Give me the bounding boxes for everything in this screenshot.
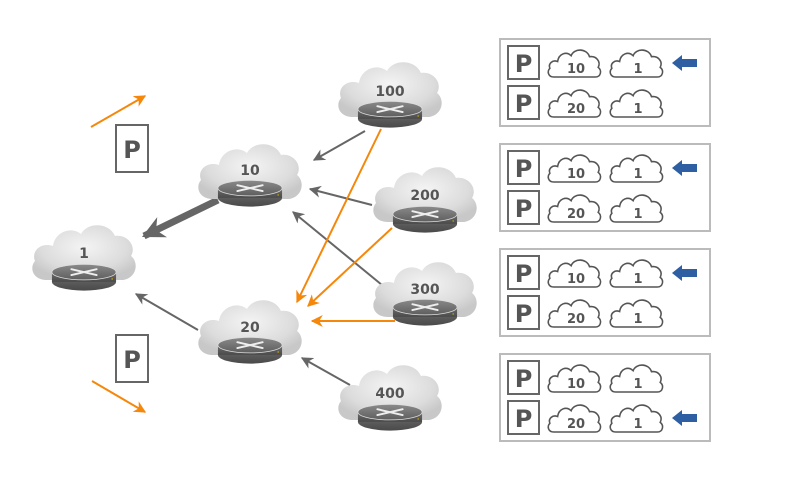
prefix-box bbox=[507, 360, 540, 395]
prefix-label: P bbox=[515, 195, 533, 223]
svg-text:100: 100 bbox=[375, 84, 404, 100]
prefix-announce-arrow-down bbox=[91, 380, 147, 413]
as-path-hop: 20 bbox=[567, 102, 585, 117]
edge-300-to-10 bbox=[292, 211, 383, 286]
as-path-hop: 10 bbox=[567, 377, 585, 392]
svg-text:20: 20 bbox=[240, 320, 260, 336]
edge-10-to-1-thick bbox=[141, 196, 220, 240]
selected-route-arrow-icon bbox=[672, 265, 697, 281]
edge-200-to-20-orange bbox=[307, 227, 393, 307]
as-path-hop: 10 bbox=[567, 272, 585, 287]
node-as100[interactable]: 100 bbox=[338, 62, 442, 129]
edge-100-to-20-orange bbox=[296, 128, 382, 304]
prefix-label: P bbox=[515, 365, 533, 393]
selected-route-arrow-icon bbox=[672, 160, 697, 176]
prefix-label: P bbox=[515, 405, 533, 433]
router-icon bbox=[356, 100, 424, 129]
route-entry: P 20 1 bbox=[507, 400, 697, 435]
router-icon bbox=[216, 336, 284, 365]
as-path-hop: 20 bbox=[567, 417, 585, 432]
node-as10[interactable]: 10 bbox=[198, 144, 302, 208]
as-path-hop: 10 bbox=[567, 167, 585, 182]
router-icon bbox=[216, 179, 284, 208]
route-entry: P 20 1 bbox=[507, 295, 664, 330]
prefix-box bbox=[507, 85, 540, 120]
route-entry: P 20 1 bbox=[507, 85, 664, 120]
as-path-hop: 20 bbox=[567, 207, 585, 222]
edge-400-to-20 bbox=[300, 357, 351, 386]
as-path-hop: 1 bbox=[633, 102, 642, 117]
node-as20[interactable]: 20 bbox=[198, 300, 302, 365]
as-path-hop: 1 bbox=[633, 62, 642, 77]
router-icon bbox=[391, 205, 459, 234]
node-as200[interactable]: 200 bbox=[373, 167, 477, 234]
svg-text:300: 300 bbox=[410, 282, 439, 298]
as-path-hop: 1 bbox=[633, 377, 642, 392]
svg-text:P: P bbox=[123, 346, 141, 374]
edge-20-to-1 bbox=[134, 293, 199, 331]
as-path-hop: 10 bbox=[567, 62, 585, 77]
prefix-label: P bbox=[515, 50, 533, 78]
as-path-hop: 1 bbox=[633, 272, 642, 287]
route-entry: P 10 1 bbox=[507, 45, 697, 80]
prefix-marker-bottom: P bbox=[115, 334, 149, 383]
prefix-marker-top: P bbox=[115, 124, 149, 173]
as-path-hop: 1 bbox=[633, 167, 642, 182]
prefix-box bbox=[507, 190, 540, 225]
selected-route-arrow-icon bbox=[672, 410, 697, 426]
svg-text:1: 1 bbox=[79, 246, 89, 262]
node-as1[interactable]: 1 bbox=[32, 225, 136, 292]
prefix-label: P bbox=[515, 155, 533, 183]
prefix-announce-arrow-up bbox=[90, 95, 147, 128]
prefix-label: P bbox=[515, 260, 533, 288]
svg-text:400: 400 bbox=[375, 386, 404, 402]
prefix-label: P bbox=[515, 90, 533, 118]
route-entry: P 20 1 bbox=[507, 190, 664, 225]
prefix-box bbox=[507, 255, 540, 290]
router-icon bbox=[50, 263, 118, 292]
prefix-label: P bbox=[515, 300, 533, 328]
prefix-box bbox=[507, 295, 540, 330]
as-path-hop: 20 bbox=[567, 312, 585, 327]
as-path-hop: 1 bbox=[633, 207, 642, 222]
prefix-box bbox=[507, 400, 540, 435]
router-icon bbox=[356, 403, 424, 432]
route-entry: P 10 1 bbox=[507, 255, 697, 290]
as-path-hop: 1 bbox=[633, 312, 642, 327]
edge-100-to-10 bbox=[312, 130, 366, 161]
svg-text:10: 10 bbox=[240, 163, 260, 179]
prefix-box bbox=[507, 45, 540, 80]
node-as400[interactable]: 400 bbox=[338, 365, 442, 432]
svg-text:P: P bbox=[123, 136, 141, 164]
route-entry: P 10 1 bbox=[507, 360, 664, 395]
svg-text:200: 200 bbox=[410, 188, 439, 204]
router-icon bbox=[391, 298, 459, 327]
edge-200-to-10 bbox=[308, 185, 373, 206]
node-as300[interactable]: 300 bbox=[373, 262, 477, 327]
prefix-box bbox=[507, 150, 540, 185]
route-entry: P 10 1 bbox=[507, 150, 697, 185]
selected-route-arrow-icon bbox=[672, 55, 697, 71]
edges bbox=[90, 95, 395, 413]
as-path-hop: 1 bbox=[633, 417, 642, 432]
